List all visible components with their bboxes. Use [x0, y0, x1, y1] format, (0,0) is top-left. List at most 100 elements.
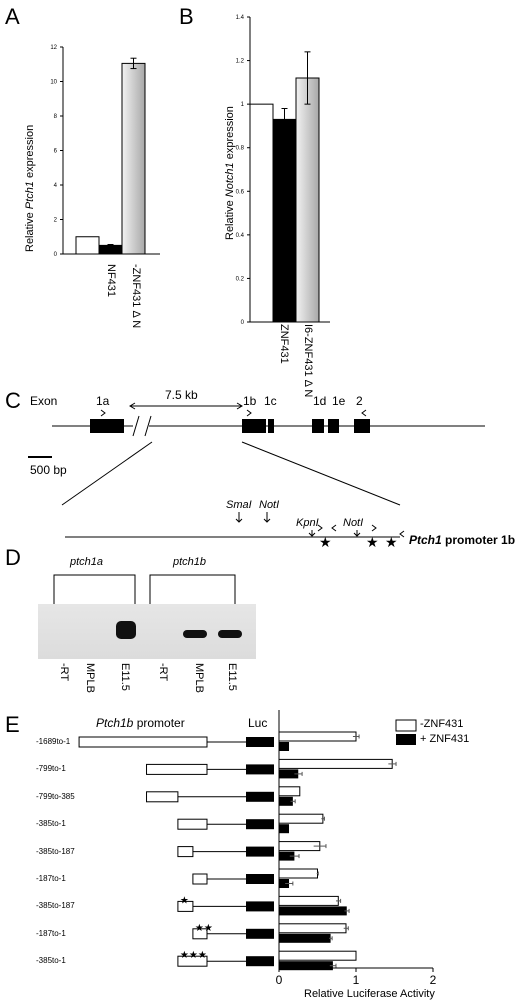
star-icon: ★ [180, 950, 189, 961]
promoter-box [177, 846, 194, 858]
y-tick-label: 1 [241, 102, 245, 108]
construct-label: -799to-1 [36, 764, 66, 774]
bar [249, 103, 274, 323]
legend-swatch-plus [396, 734, 416, 745]
star-icon: ★ [385, 534, 398, 550]
y-tick-label: 0 [54, 252, 58, 258]
promoter-box [146, 763, 208, 775]
band-ptch1a-e11 [116, 621, 136, 639]
bar-minus [278, 841, 321, 852]
lane-4: -RT [157, 663, 169, 682]
luc-box [246, 928, 274, 939]
site-noti-2: NotI [343, 517, 364, 529]
bar-minus [278, 731, 357, 742]
panel-b-ylabel: Relative Notch1 expression [224, 106, 236, 240]
luc-box [246, 874, 274, 884]
x-tick-label: 1 [353, 973, 360, 987]
exon-label: Exon [30, 394, 58, 408]
y-tick-label: 6 [54, 149, 58, 155]
site-kpni: KpnI [296, 517, 319, 529]
y-tick-label: 12 [50, 45, 57, 51]
panel-a-ylabel: Relative Ptch1 expression [24, 124, 36, 252]
promoter-header: Ptch1b promoter [96, 716, 185, 730]
exon-2-box [354, 419, 370, 433]
star-icon: ★ [204, 923, 213, 934]
bar-minus [278, 895, 339, 906]
panel-letter-d: D [5, 545, 21, 570]
panel-letter-e: E [5, 712, 20, 737]
panel-b-cat-label-2: I6-ZNF431 Δ N [302, 324, 314, 398]
bar [121, 62, 146, 255]
construct-label: -385to-1 [36, 956, 66, 966]
panel-e-xlabel: Relative Luciferase Activity [304, 988, 435, 1000]
promoter-box [192, 928, 208, 940]
y-tick-label: 2 [54, 218, 58, 224]
exon-1e-box [328, 419, 339, 433]
bar-minus [278, 950, 357, 961]
y-tick-label: 0.8 [236, 146, 245, 152]
construct-label: -799to-385 [36, 791, 75, 801]
bar-plus [279, 796, 293, 806]
bar-plus [279, 769, 299, 779]
star-icon: ★ [189, 950, 198, 961]
exon-1c-box [268, 419, 274, 433]
star-icon: ★ [198, 950, 207, 961]
promoter-box [192, 873, 208, 885]
band-ptch1b-e11 [218, 630, 242, 638]
lane-2: MPLB [84, 663, 96, 693]
construct-label: -1689to-1 [36, 737, 71, 746]
panel-b-cat-label-1: ZNF431 [278, 324, 290, 364]
exon-1a-box [90, 419, 124, 433]
exon-1b-label: 1b [243, 394, 257, 408]
bar-minus [278, 923, 347, 934]
exon-2-label: 2 [356, 394, 363, 408]
bar-plus [279, 961, 333, 971]
y-tick-label: 1.2 [236, 59, 245, 65]
luc-box [246, 819, 274, 830]
y-tick-label: 0 [241, 320, 245, 326]
group-ptch1a: ptch1a [70, 556, 104, 568]
y-tick-label: 1.4 [236, 15, 245, 21]
promoter-box [177, 900, 194, 912]
bar [295, 77, 320, 323]
bar-plus [279, 824, 290, 834]
site-noti-1: NotI [259, 499, 280, 511]
promoter-box [146, 791, 179, 803]
band-ptch1b-mplb [183, 630, 207, 638]
bar [98, 244, 123, 255]
exon-1a-label: 1a [96, 394, 110, 408]
luc-box [246, 956, 274, 967]
bar-plus [279, 742, 290, 751]
exon-1d-label: 1d [313, 394, 327, 408]
bar-plus [279, 906, 347, 916]
construct-label: -187to-1 [36, 928, 66, 938]
legend-swatch-minus [395, 719, 417, 732]
gel-image [38, 604, 256, 659]
construct-label: -385to-187 [36, 846, 75, 856]
lane-1: -RT [58, 663, 70, 682]
panel-a-cat-label-1: NF431 [105, 264, 117, 298]
luc-box [246, 737, 274, 747]
x-tick-label: 0 [276, 973, 283, 987]
promoter-box [177, 955, 208, 967]
star-icon: ★ [195, 923, 204, 934]
bar-minus [278, 813, 324, 824]
legend-item-plus: + ZNF431 [420, 733, 470, 745]
scale-label: 500 bp [30, 463, 67, 477]
lane-5: MPLB [193, 663, 205, 693]
y-tick-label: 0.4 [236, 233, 245, 239]
bar-plus [279, 933, 331, 943]
group-ptch1b: ptch1b [173, 556, 207, 568]
construct-label: -385to-187 [36, 901, 75, 911]
promoter-box [177, 818, 208, 830]
star-icon: ★ [366, 534, 379, 550]
panel-letter-c: C [5, 388, 21, 413]
luc-box [246, 846, 274, 857]
distance-label: 7.5 kb [165, 388, 198, 402]
star-icon: ★ [180, 895, 189, 906]
y-tick-label: 0.2 [236, 276, 245, 282]
bar-plus [279, 851, 295, 861]
luc-box [246, 791, 274, 802]
y-tick-label: 0.6 [236, 189, 245, 195]
lane-6: E11.5 [226, 663, 238, 691]
